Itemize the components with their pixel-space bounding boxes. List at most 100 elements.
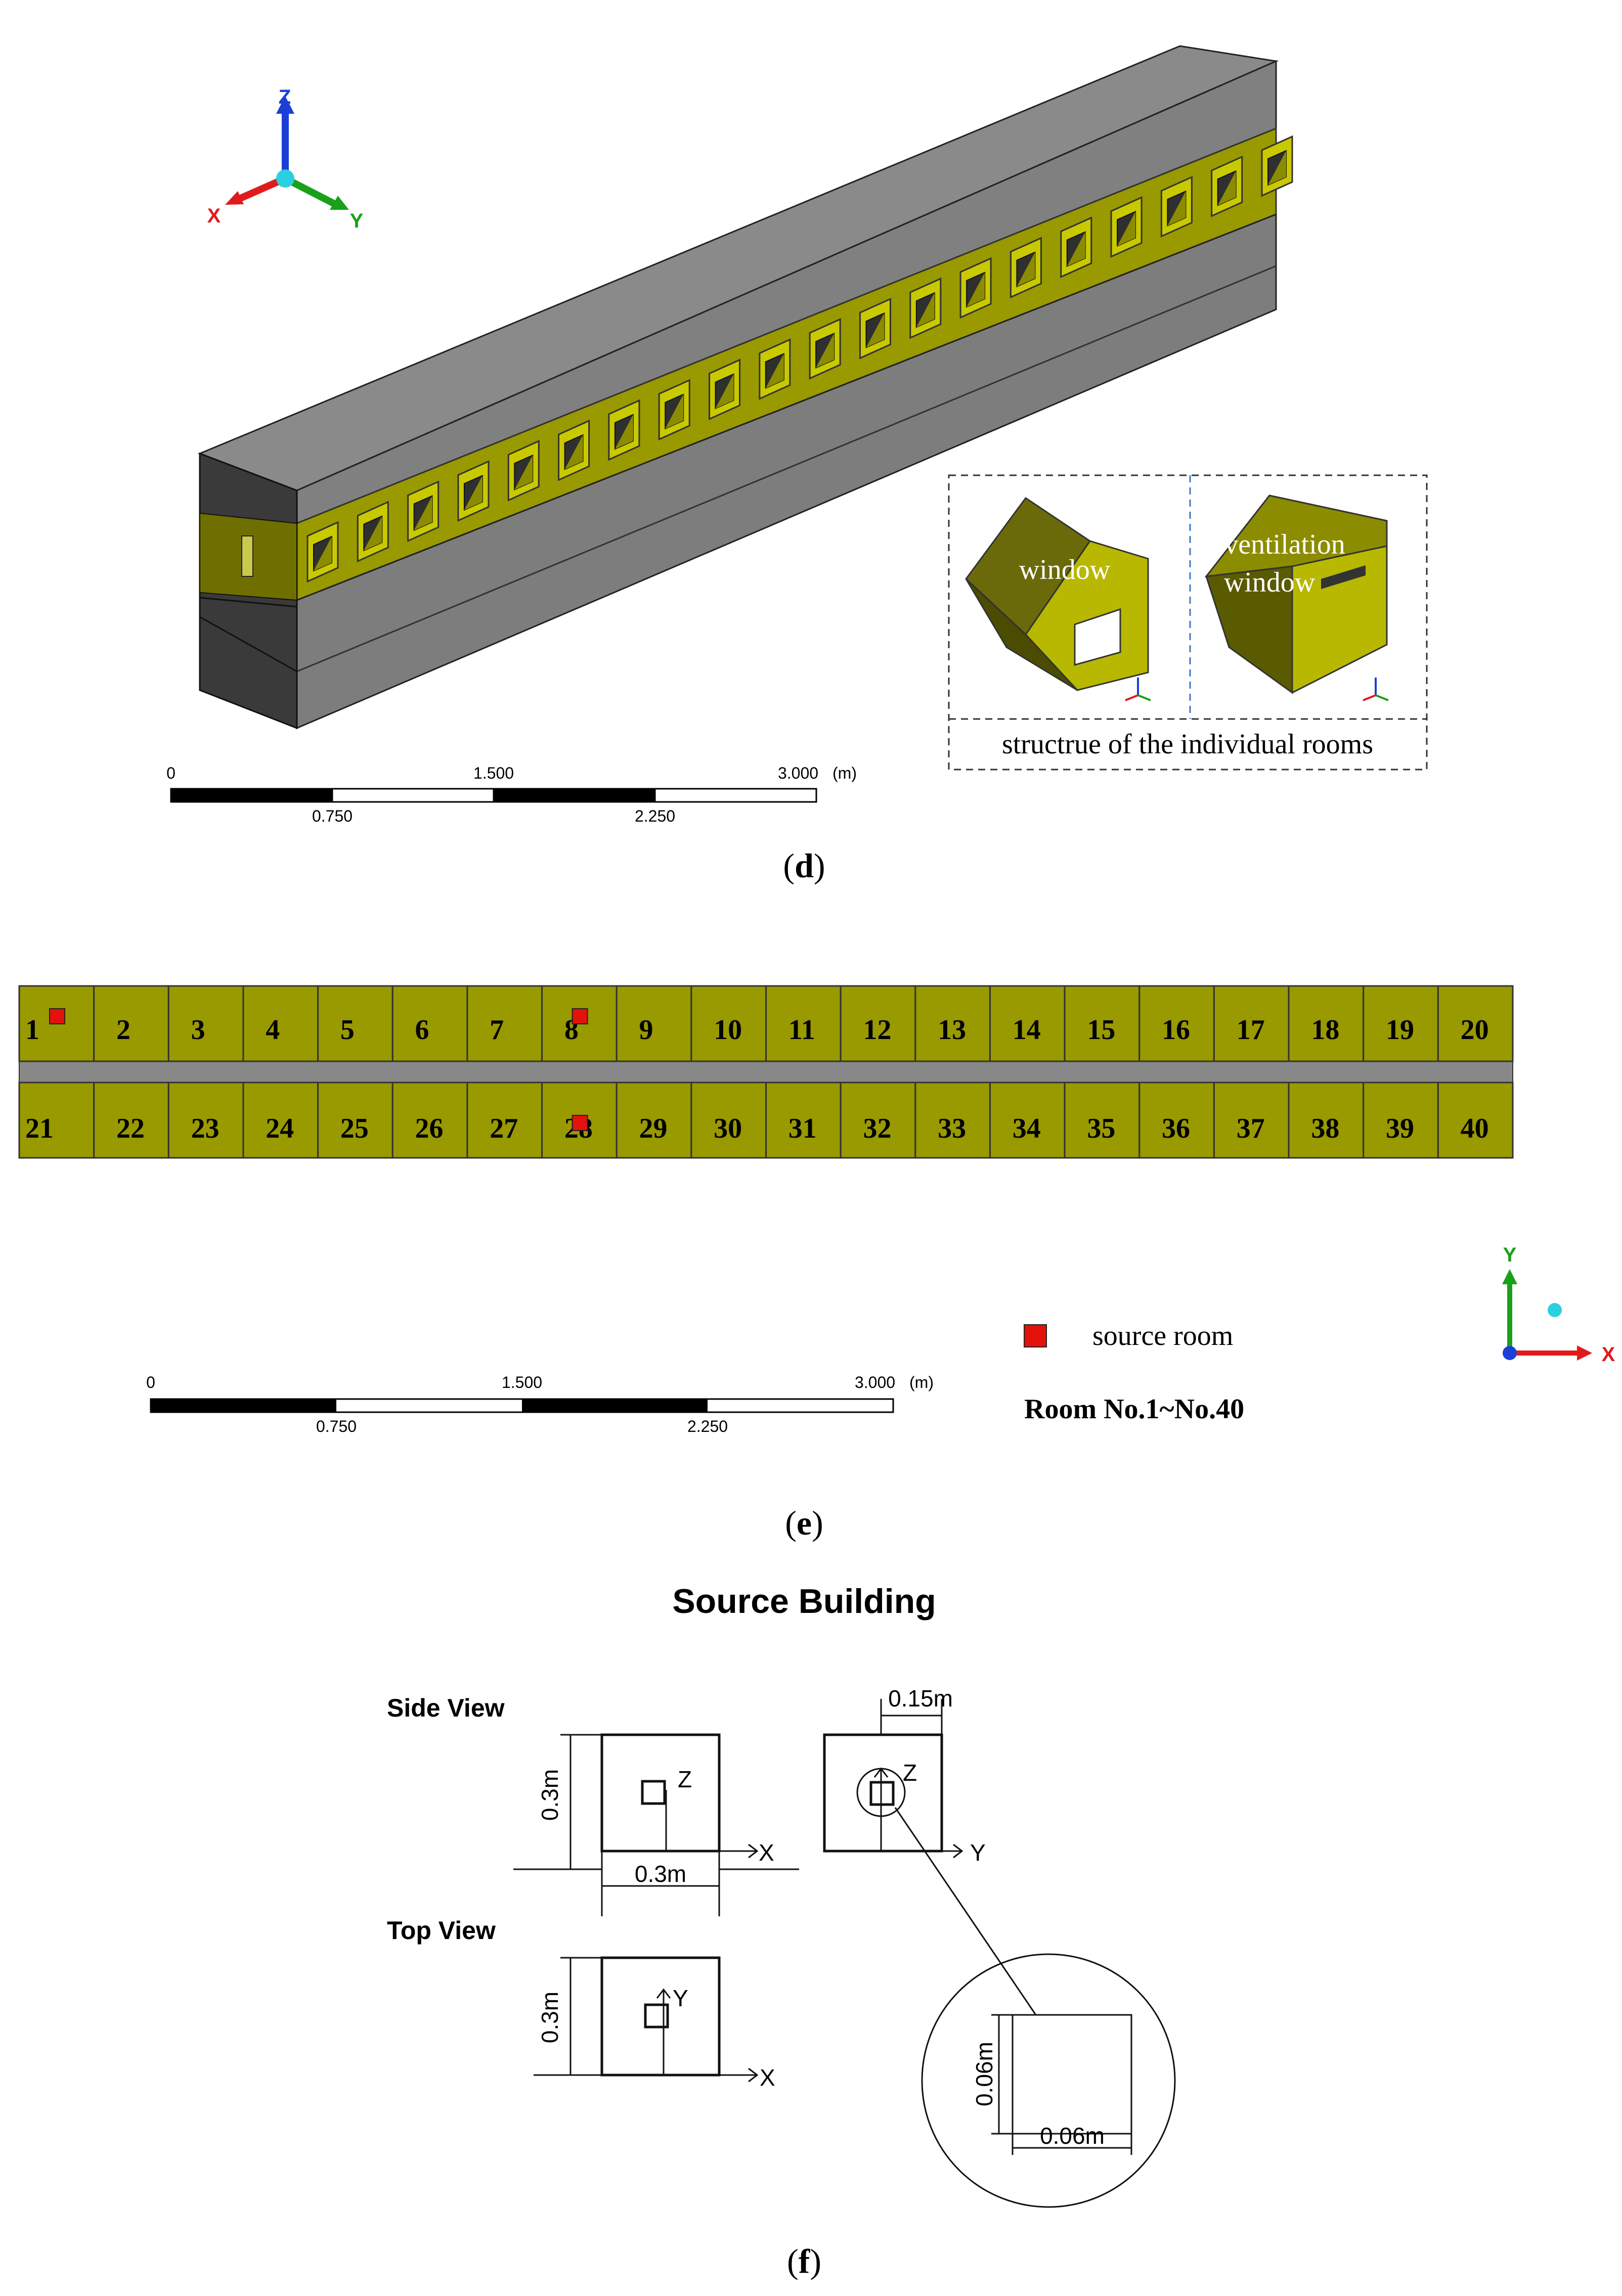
- room-number: 17: [1237, 1014, 1265, 1046]
- scale-unit: (m): [909, 1373, 934, 1391]
- room-cell: [914, 985, 991, 1062]
- scale-tick-1500: 1.500: [473, 764, 514, 782]
- scale-bar-e: 0 1.500 3.000 (m) 0.750 2.250: [146, 1373, 934, 1435]
- room-number: 26: [415, 1113, 444, 1144]
- axis-label-y: Y: [350, 210, 364, 232]
- room-number: 24: [266, 1113, 294, 1144]
- window-box: [859, 297, 891, 359]
- window-box: [457, 460, 490, 522]
- room-cell: [840, 1082, 916, 1159]
- top-view-box: [600, 1956, 721, 2077]
- window-box: [909, 277, 942, 339]
- room-number: 39: [1386, 1113, 1414, 1144]
- window-box: [306, 521, 339, 583]
- room-cell: [616, 1082, 692, 1159]
- room-number: 10: [714, 1014, 742, 1046]
- top-view-label: Top View: [387, 1916, 496, 1945]
- legend-swatch-source: [1024, 1324, 1047, 1347]
- room-cell: [18, 1082, 95, 1159]
- source-room-marker: [572, 1115, 588, 1131]
- window-box: [558, 419, 590, 481]
- window-box: [507, 440, 540, 502]
- room-cell: [1288, 985, 1365, 1062]
- window-box: [709, 358, 741, 421]
- corridor: [19, 1061, 1513, 1083]
- room-cell: [167, 1082, 244, 1159]
- room-number: 20: [1461, 1014, 1489, 1046]
- panel-f: Source Building Side View Z X 0.3m 0.3m …: [387, 1582, 1176, 2280]
- room-number: 9: [639, 1014, 653, 1046]
- room-cell: [1288, 1082, 1365, 1159]
- room-number: 18: [1311, 1014, 1339, 1046]
- dim-zoom-width: 0.06m: [1040, 2123, 1105, 2149]
- room-cell: [242, 1082, 319, 1159]
- room-cell: [765, 985, 842, 1062]
- caption-f: (f): [787, 2242, 821, 2280]
- room-number: 4: [266, 1014, 280, 1046]
- axis-label-x: X: [207, 205, 221, 227]
- axis-label-x: X: [1602, 1343, 1615, 1366]
- room-cell: [616, 985, 692, 1062]
- room-cell: [93, 985, 169, 1062]
- room-number: 23: [191, 1113, 220, 1144]
- room-cell: [1213, 985, 1290, 1062]
- scale-bar-d: 0 1.500 3.000 (m) 0.750 2.250: [166, 764, 857, 825]
- window-row: [306, 135, 1293, 583]
- building-3d-model: [197, 45, 1293, 730]
- zoom-leader: [894, 1807, 1037, 2015]
- axis-label-y: Y: [1503, 1244, 1517, 1266]
- source-room-marker: [49, 1008, 65, 1024]
- scale-unit: (m): [832, 764, 857, 782]
- scale-tick-0: 0: [146, 1373, 155, 1391]
- caption-d: (d): [783, 846, 825, 885]
- room-number: 32: [863, 1113, 891, 1144]
- window-box: [1060, 216, 1092, 278]
- room-cell: [391, 985, 468, 1062]
- room-cell: [989, 1082, 1066, 1159]
- window-box: [1211, 155, 1243, 217]
- room-number: 31: [788, 1113, 817, 1144]
- room-cell: [1363, 1082, 1439, 1159]
- zoom-source-box: [1012, 2014, 1132, 2135]
- room-cell: [1363, 985, 1439, 1062]
- room-number: 7: [490, 1014, 504, 1046]
- scale-tick-3000: 3.000: [855, 1373, 895, 1391]
- dim-side-height: 0.3m: [537, 1769, 563, 1821]
- room-number: 6: [415, 1014, 429, 1046]
- room-cell: [690, 1082, 767, 1159]
- room-cell: [1064, 985, 1141, 1062]
- scale-tick-2250: 2.250: [635, 807, 675, 825]
- room-cell: [167, 985, 244, 1062]
- side-view-source: [641, 1780, 666, 1805]
- room-number: 12: [863, 1014, 891, 1046]
- source-building-title: Source Building: [672, 1582, 936, 1620]
- dim-side-width: 0.3m: [635, 1861, 686, 1887]
- inset-caption: structrue of the individual rooms: [1002, 729, 1373, 760]
- side-view-axis-x: X: [759, 1839, 774, 1866]
- window-box: [1261, 135, 1293, 197]
- scale-tick-0750: 0.750: [316, 1417, 357, 1435]
- ventilation-label-line1: ventilation: [1224, 529, 1345, 560]
- scale-tick-1500: 1.500: [502, 1373, 542, 1391]
- window-box: [809, 318, 841, 380]
- room-cell: [93, 1082, 169, 1159]
- legend-label-source: source room: [1092, 1320, 1233, 1352]
- room-number: 19: [1386, 1014, 1414, 1046]
- scale-tick-2250: 2.250: [687, 1417, 728, 1435]
- dim-offset: 0.15m: [888, 1685, 953, 1712]
- cube-window: window: [965, 497, 1151, 701]
- room-number: 25: [340, 1113, 369, 1144]
- room-number: 30: [714, 1113, 742, 1144]
- room-number: 2: [116, 1014, 130, 1046]
- room-number: 11: [788, 1014, 815, 1046]
- room-range-label: Room No.1~No.40: [1024, 1393, 1244, 1425]
- legend: source room Room No.1~No.40: [1024, 1320, 1244, 1425]
- room-cell: [1213, 1082, 1290, 1159]
- room-cell: [317, 1082, 393, 1159]
- panel-d: Z X Y 0 1.500 3.000 (m) 0.750 2.250: [166, 45, 1428, 885]
- side-view-y-source: [869, 1781, 895, 1806]
- top-view-axis-x: X: [760, 2064, 775, 2091]
- axis-triad-2d: Y X: [1502, 1244, 1615, 1366]
